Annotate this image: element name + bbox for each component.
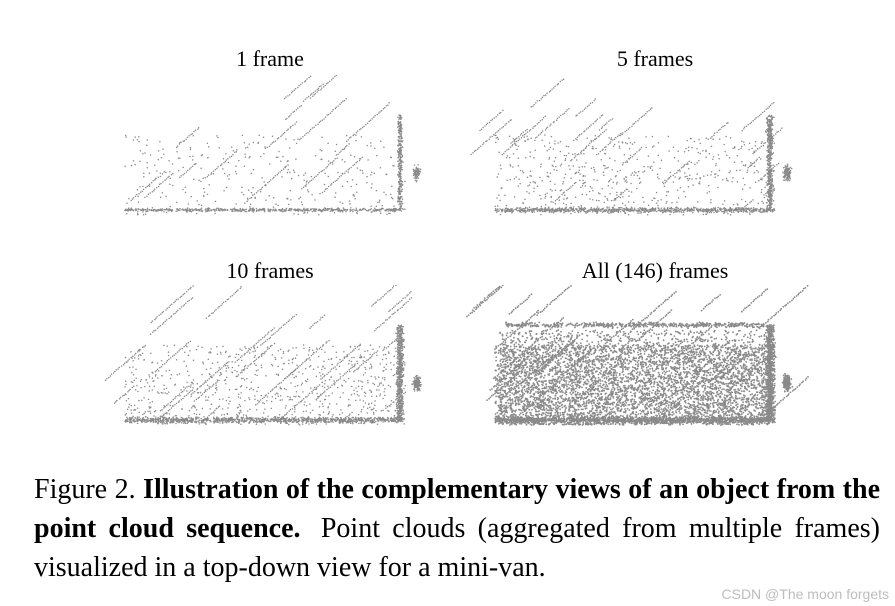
panel-label-all-frames: All (146) frames (581, 258, 729, 283)
watermark: CSDN @The moon forgets (721, 586, 890, 602)
point-cloud-panel-10-frames (104, 285, 422, 426)
panel-label-5-frames: 5 frames (616, 46, 694, 71)
caption-body-text: Point clouds (aggregated from multiple f… (34, 513, 880, 583)
panel-label-1-frame: 1 frame (236, 46, 304, 71)
point-cloud-panel-1-frame (124, 75, 422, 216)
point-cloud-panel-all-frames (466, 285, 809, 426)
caption-bold-text: Illustration of the complementary views … (34, 474, 881, 544)
point-cloud-panel-5-frames (470, 78, 793, 216)
caption-prefix: Figure 2. (34, 474, 136, 505)
figure-caption: Figure 2. Illustration of the complement… (34, 470, 880, 587)
panel-label-10-frames: 10 frames (226, 258, 314, 283)
